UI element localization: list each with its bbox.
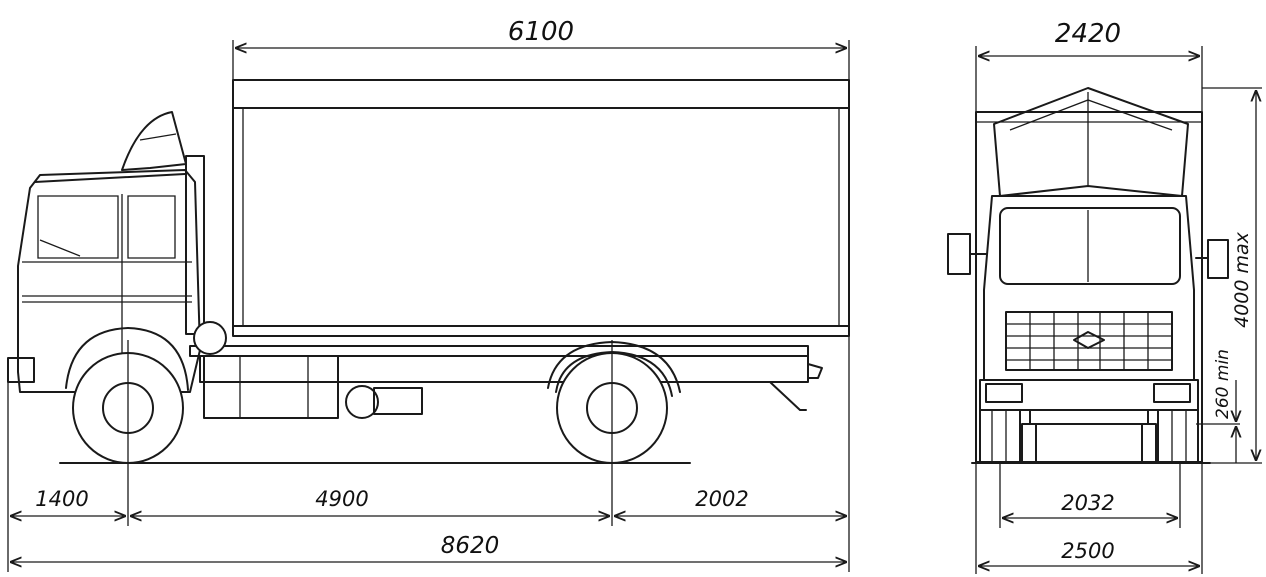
mirrors <box>947 233 1229 279</box>
roof-deflector <box>993 87 1189 197</box>
dim-label-2002: 2002 <box>695 487 748 511</box>
dim-label-1400: 1400 <box>35 487 88 511</box>
front-view: 2420 2032 2500 4000 max 260 <box>947 19 1262 574</box>
dim-label-4000-max: 4000 max <box>1231 231 1253 328</box>
fuel-tank <box>203 355 423 419</box>
dim-body-length: 6100 <box>232 17 850 80</box>
rear-wheel <box>547 341 681 464</box>
dim-label-6100: 6100 <box>508 17 574 47</box>
dim-label-4900: 4900 <box>315 487 368 511</box>
dim-label-2420: 2420 <box>1055 19 1121 49</box>
front-wheel <box>65 327 189 464</box>
cab <box>7 111 227 393</box>
bumper <box>979 379 1199 425</box>
chassis-frame <box>189 345 823 411</box>
dim-max-width: 2500 <box>975 463 1203 574</box>
front-cab <box>983 195 1195 381</box>
dim-height: 4000 max <box>1200 87 1262 464</box>
dim-overall-length: 8620 <box>10 533 847 562</box>
dim-overall-width: 2420 <box>975 19 1203 112</box>
front-view-wheels <box>979 409 1199 464</box>
dim-chain: 1400 4900 2002 <box>10 487 847 516</box>
dim-track-width: 2032 <box>999 463 1181 528</box>
dim-ground-clearance: 260 min <box>1196 349 1240 463</box>
side-view: 6100 1400 4900 2002 8620 <box>7 17 850 572</box>
cargo-body <box>232 79 850 337</box>
dim-label-2032: 2032 <box>1061 491 1114 515</box>
dim-label-2500: 2500 <box>1061 539 1114 563</box>
dim-label-260-min: 260 min <box>1213 349 1233 419</box>
dim-label-8620: 8620 <box>441 533 500 559</box>
